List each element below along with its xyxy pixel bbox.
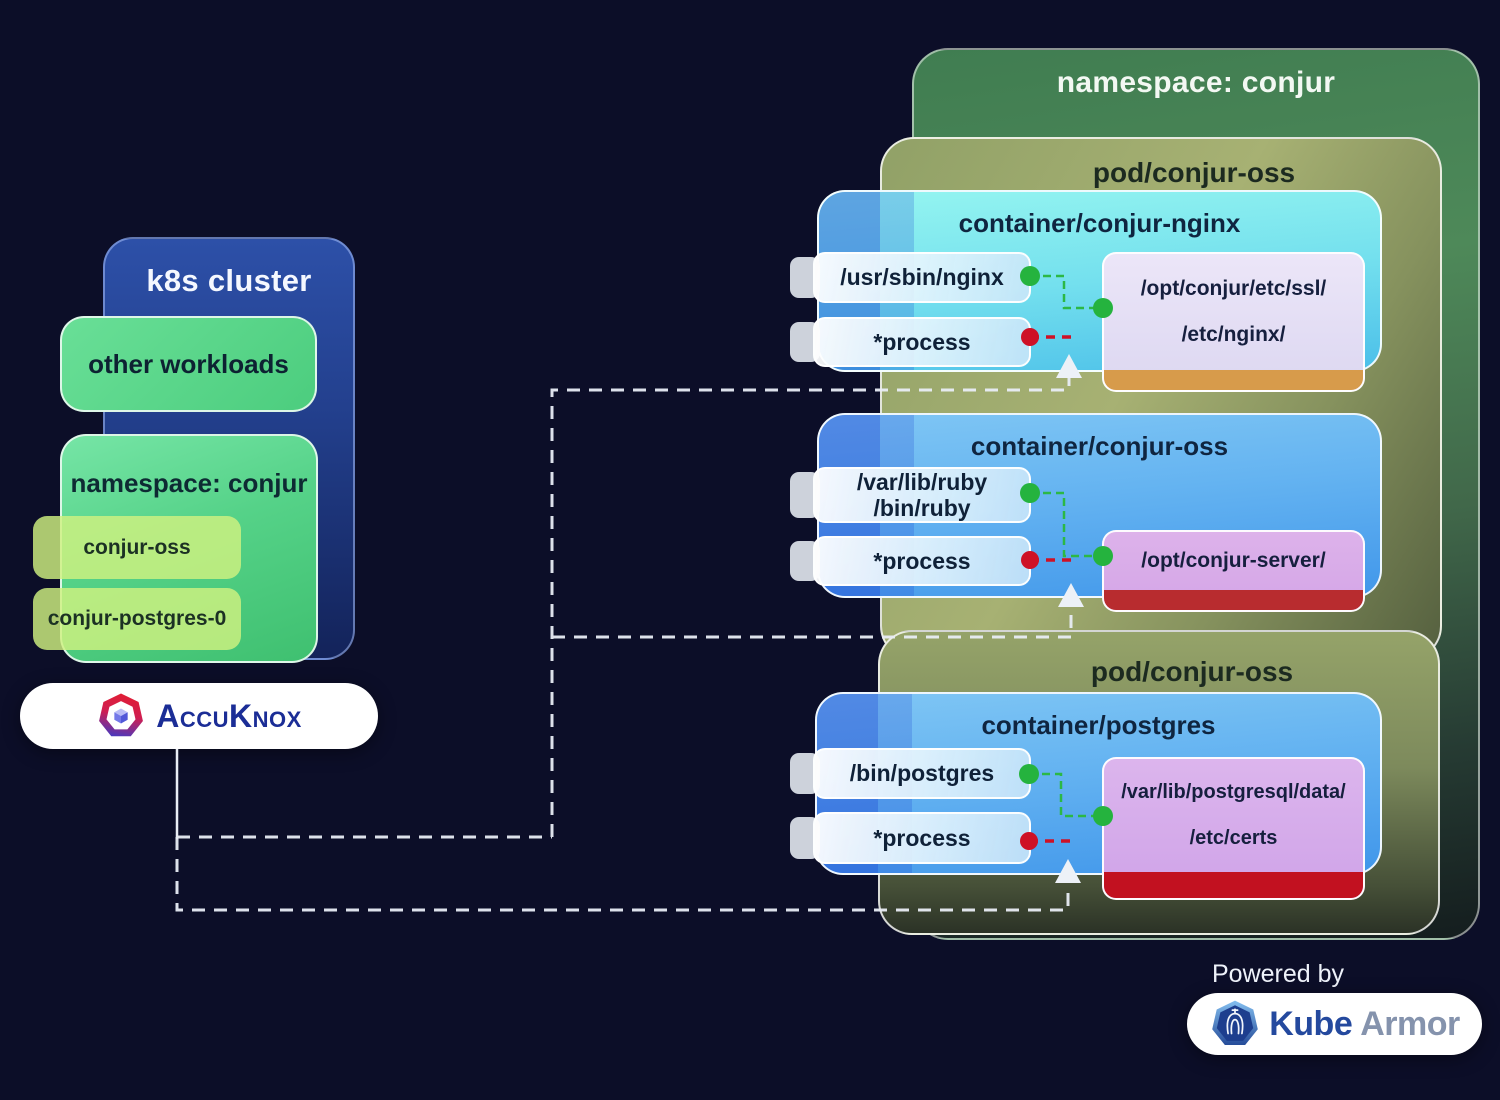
process-rule-ruby-binary: /var/lib/ruby /bin/ruby — [813, 467, 1031, 523]
mount-status-strip — [1104, 872, 1363, 898]
process-rule-postgres-binary: /bin/postgres — [813, 748, 1031, 799]
helmet-icon — [1226, 1008, 1244, 1035]
process-rule-postgres-wildcard: *process — [813, 812, 1031, 864]
pod-title: pod/conjur-oss — [1092, 157, 1296, 188]
kubearmor-wordmark-armor: Armor — [1360, 1004, 1460, 1043]
mount-paths-nginx: /opt/conjur/etc/ssl/ /etc/nginx/ — [1102, 252, 1365, 392]
accuknox-wordmark: AccuKnox — [156, 697, 302, 734]
process-path: /var/lib/ruby — [856, 468, 988, 495]
mount-path: /opt/conjur/etc/ssl/ — [1140, 276, 1327, 300]
container-title: container/conjur-nginx — [958, 208, 1241, 238]
pod-title: pod/conjur-oss — [1090, 656, 1294, 687]
other-workloads-box: other workloads — [60, 316, 317, 412]
mount-path: /etc/nginx/ — [1181, 323, 1286, 347]
process-path: *process — [873, 824, 971, 851]
accuknox-badge: AccuKnox — [20, 683, 378, 749]
workload-chip-label: conjur-postgres-0 — [47, 607, 227, 630]
kubearmor-wordmark-kube: Kube — [1269, 1004, 1353, 1043]
namespace-title: namespace: conjur — [1056, 66, 1336, 99]
process-path: /usr/sbin/nginx — [840, 264, 1004, 291]
mount-path: /var/lib/postgresql/data/ — [1121, 781, 1346, 804]
kubearmor-logo-icon — [1212, 1000, 1259, 1046]
k8s-cluster-title: k8s cluster — [146, 263, 312, 298]
container-title: container/conjur-oss — [970, 431, 1229, 461]
mount-paths-postgres: /var/lib/postgresql/data/ /etc/certs — [1102, 757, 1365, 900]
namespace-summary-title: namespace: conjur — [70, 468, 308, 498]
other-workloads-label: other workloads — [88, 348, 289, 379]
workload-chip-label: conjur-oss — [83, 535, 191, 559]
mount-status-strip — [1104, 590, 1363, 610]
process-path: /bin/postgres — [849, 760, 995, 787]
mount-paths-conjur-server: /opt/conjur-server/ — [1102, 530, 1365, 612]
mount-path: /etc/certs — [1189, 826, 1278, 849]
mount-status-strip — [1104, 370, 1363, 390]
container-title: container/postgres — [981, 710, 1216, 740]
process-rule-nginx-binary: /usr/sbin/nginx — [813, 252, 1031, 303]
powered-by-label: Powered by — [1212, 960, 1345, 988]
accuknox-logo-icon — [99, 693, 144, 737]
mount-path: /opt/conjur-server/ — [1141, 549, 1326, 572]
process-path: /bin/ruby — [873, 495, 971, 521]
process-path: *process — [873, 328, 971, 355]
process-path: *process — [873, 547, 971, 574]
process-rule-nginx-wildcard: *process — [813, 317, 1031, 367]
workload-chip-conjur-oss: conjur-oss — [33, 516, 241, 579]
workload-chip-conjur-postgres-0: conjur-postgres-0 — [33, 588, 241, 650]
process-rule-oss-wildcard: *process — [813, 536, 1031, 586]
